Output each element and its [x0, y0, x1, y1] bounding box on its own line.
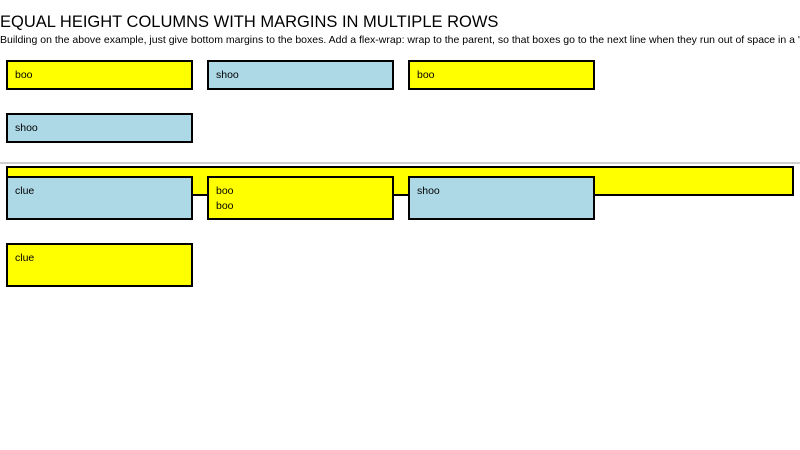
flex-box: clue — [6, 243, 193, 287]
box-text: boo — [417, 69, 435, 81]
box-text: shoo — [216, 69, 239, 81]
box-text: shoo — [15, 122, 38, 134]
flex-box: boo — [6, 60, 193, 90]
flex-box: boo boo — [207, 176, 394, 220]
flex-box: shoo — [6, 113, 193, 143]
flex-box: boo — [408, 60, 595, 90]
box-text: clue — [15, 252, 35, 264]
box-text: shoo — [417, 185, 440, 197]
page-title: EQUAL HEIGHT COLUMNS WITH MARGINS IN MUL… — [0, 13, 499, 31]
flex-box: shoo — [207, 60, 394, 90]
equal-height-container: clue boo boo shoo clue — [6, 176, 794, 287]
box-text: boo — [216, 185, 234, 197]
box-text: boo — [216, 199, 234, 212]
section-divider — [0, 162, 800, 164]
box-text: clue — [15, 185, 35, 197]
page-description: Building on the above example, just give… — [0, 34, 800, 46]
flex-box: shoo — [408, 176, 595, 220]
box-text: boo — [15, 69, 33, 81]
flex-box: clue — [6, 176, 193, 220]
